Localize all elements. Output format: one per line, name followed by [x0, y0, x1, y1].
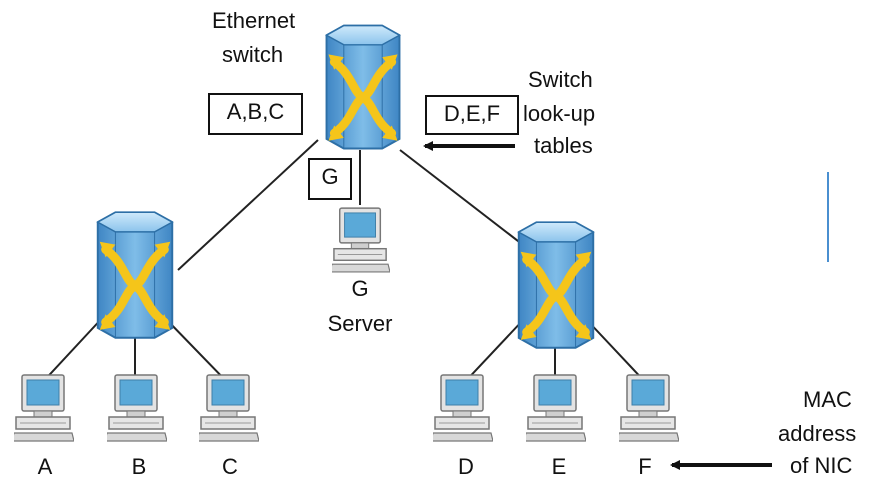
mac-label-line2: address — [778, 421, 857, 446]
computer-icon-f — [619, 374, 679, 442]
computer-label-a: A — [37, 454, 53, 479]
lookup-label-line3: tables — [534, 133, 593, 158]
computer-label-f: F — [638, 454, 652, 479]
link-right-f — [584, 317, 649, 386]
link-left-a — [39, 314, 106, 386]
computer-label-e: E — [551, 454, 567, 479]
computer-label-d: D — [458, 454, 474, 479]
connection-lines — [39, 139, 649, 386]
server-role: Server — [327, 311, 393, 336]
lookup-table-server: G — [308, 158, 352, 200]
lookup-table-right: D,E,F — [425, 95, 519, 135]
left-switch-icon — [98, 212, 172, 337]
server-name: G — [351, 276, 369, 301]
link-main-right-switch — [399, 149, 541, 259]
computer-label-c: C — [222, 454, 238, 479]
ethernet-switch-icon — [327, 26, 400, 149]
lookup-label-line1: Switch — [528, 67, 593, 92]
lookup-table-left: A,B,C — [208, 93, 303, 135]
computer-label-b: B — [131, 454, 147, 479]
right-switch-icon — [519, 222, 593, 347]
link-main-left-switch — [177, 139, 319, 271]
mac-label-line1: MAC — [803, 387, 852, 412]
link-right-d — [461, 317, 526, 386]
computer-icon-c — [199, 374, 259, 442]
mac-label-line3: of NIC — [790, 453, 853, 478]
computer-icon-e — [526, 374, 586, 442]
computer-icon-d — [433, 374, 493, 442]
main-switch-title-line1: Ethernet — [212, 8, 296, 33]
link-left-c — [164, 317, 231, 386]
main-switch-title-line2: switch — [222, 42, 284, 67]
lookup-label-line2: look-up — [523, 101, 596, 126]
computer-icon-a — [14, 374, 74, 442]
computer-icon-b — [107, 374, 167, 442]
server-computer-icon — [332, 207, 390, 273]
